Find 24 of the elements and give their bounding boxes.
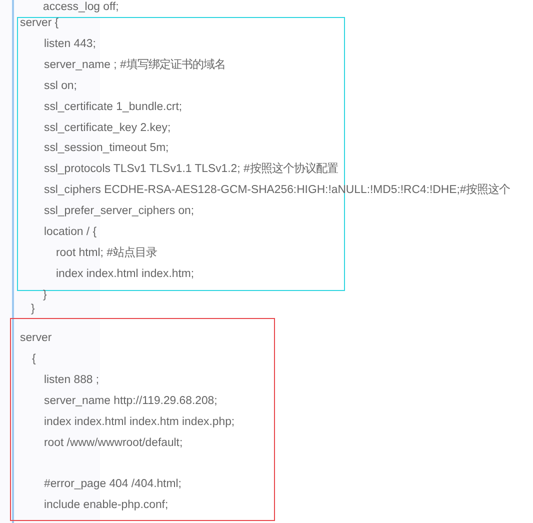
code-line: server_name http://119.29.68.208; — [44, 394, 218, 409]
code-line: index index.html index.htm index.php; — [44, 415, 235, 430]
code-line: include enable-php.conf; — [44, 498, 168, 513]
code-line: { — [32, 352, 36, 367]
code-line: location / { — [44, 225, 97, 240]
code-line: access_log off; — [43, 0, 119, 15]
code-line: listen 443; — [44, 37, 96, 52]
highlight-frame — [10, 318, 275, 521]
code-line: root html; #站点目录 — [56, 246, 157, 261]
code-line: #error_page 404 /404.html; — [44, 477, 182, 492]
code-line: } — [43, 288, 47, 303]
code-line: listen 888 ; — [44, 373, 100, 388]
code-line: } — [31, 302, 35, 317]
code-line: ssl_certificate_key 2.key; — [44, 121, 171, 136]
code-line: server { — [20, 16, 59, 31]
code-line: ssl_certificate 1_bundle.crt; — [44, 100, 182, 115]
code-line: server_name ; #填写绑定证书的域名 — [44, 58, 226, 73]
code-line: ssl on; — [44, 79, 77, 94]
code-line: index index.html index.htm; — [56, 267, 194, 282]
code-line: ssl_protocols TLSv1 TLSv1.1 TLSv1.2; #按照这个协议配置 — [44, 162, 338, 177]
code-line: server — [20, 331, 52, 346]
code-line: ssl_prefer_server_ciphers on; — [44, 204, 194, 219]
code-line: root /www/wwwroot/default; — [44, 436, 183, 451]
code-line: ssl_session_timeout 5m; — [44, 141, 169, 156]
